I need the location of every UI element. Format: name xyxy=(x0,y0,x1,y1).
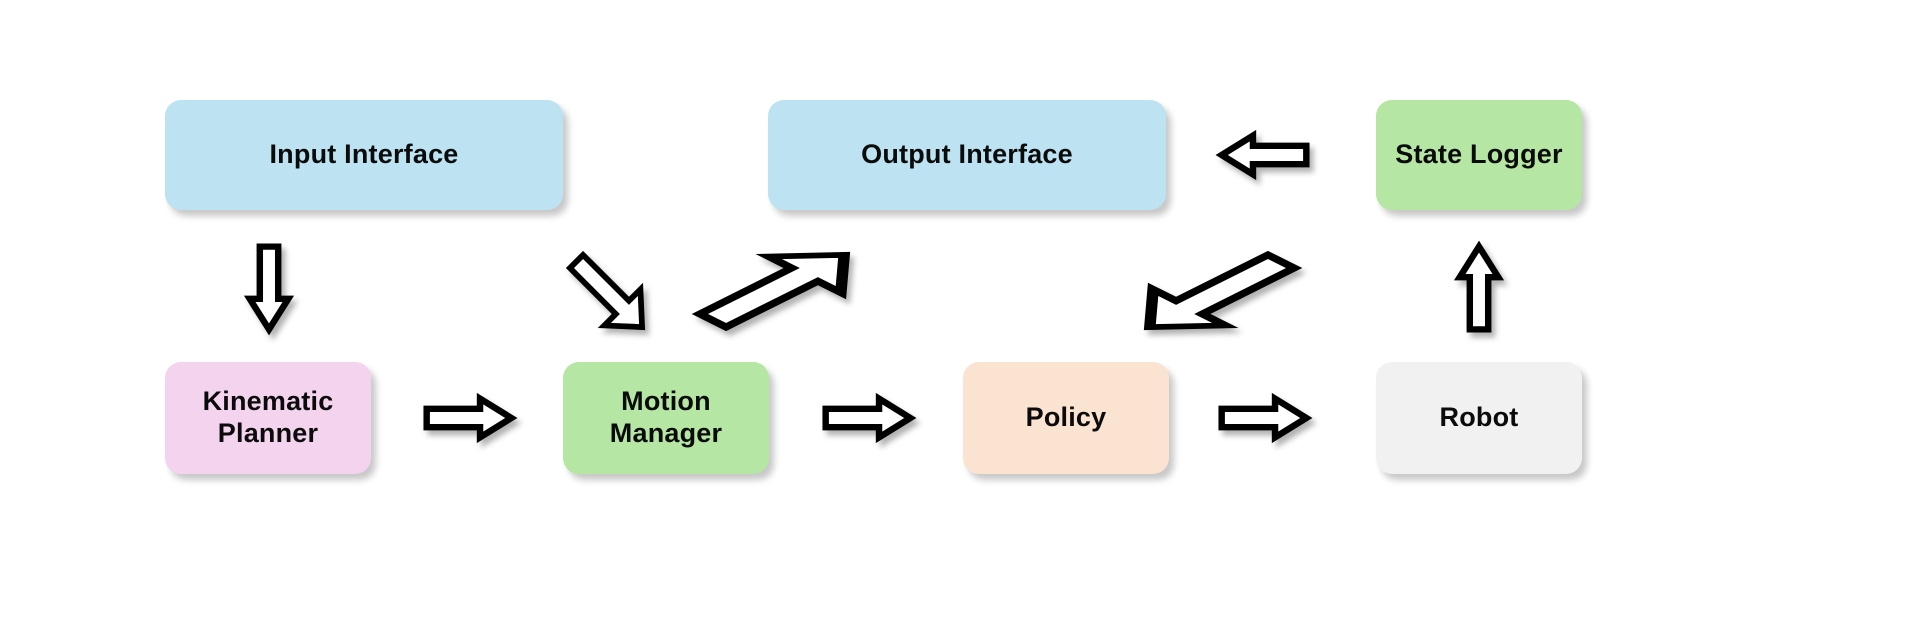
node-state-logger[interactable]: State Logger xyxy=(1376,100,1582,210)
arrow-kinematic-planner-to-motion-manager xyxy=(423,392,518,444)
node-label-output-interface: Output Interface xyxy=(861,139,1073,170)
node-output-interface[interactable]: Output Interface xyxy=(768,100,1166,210)
arrow-robot-to-state-logger xyxy=(1453,240,1505,333)
node-input-interface[interactable]: Input Interface xyxy=(165,100,563,210)
arrow-input-interface-to-kinematic-planner xyxy=(243,243,295,336)
node-kinematic-planner[interactable]: Kinematic Planner xyxy=(165,362,371,474)
node-motion-manager[interactable]: Motion Manager xyxy=(563,362,769,474)
arrow-state-logger-to-output-interface xyxy=(1215,129,1310,181)
arrow-policy-to-robot xyxy=(1218,392,1313,444)
node-label-robot: Robot xyxy=(1439,402,1519,433)
node-robot[interactable]: Robot xyxy=(1376,362,1582,474)
node-label-motion-manager: Motion Manager xyxy=(609,386,723,448)
node-label-policy: Policy xyxy=(1025,402,1107,433)
node-policy[interactable]: Policy xyxy=(963,362,1169,474)
arrow-output-interface-to-motion-manager xyxy=(565,250,647,332)
arrow-motion-manager-to-policy xyxy=(822,392,917,444)
node-label-kinematic-planner: Kinematic Planner xyxy=(202,386,334,448)
arrow-state-logger-to-policy xyxy=(1143,250,1304,332)
node-label-state-logger: State Logger xyxy=(1395,139,1563,170)
arrow-motion-manager-to-output-interface xyxy=(690,250,851,332)
node-label-input-interface: Input Interface xyxy=(269,139,459,170)
